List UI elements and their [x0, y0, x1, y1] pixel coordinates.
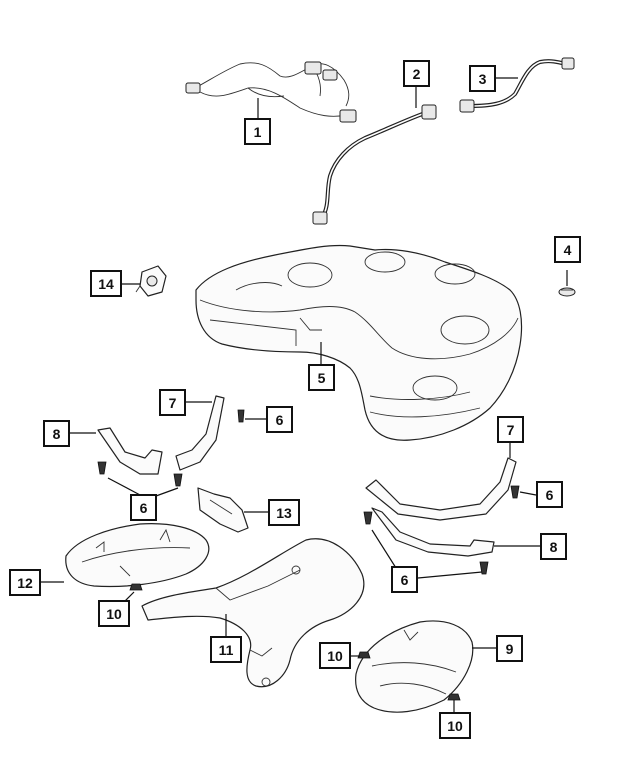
callout-8-left-label: 8 — [52, 425, 61, 442]
leader-lines — [40, 77, 568, 712]
part-9-heat-shield — [355, 620, 474, 713]
callout-6-right[interactable]: 6 — [536, 481, 563, 508]
callout-8-right[interactable]: 8 — [540, 533, 567, 560]
callout-6-right-label: 6 — [545, 486, 554, 503]
part-2-fuel-line — [312, 104, 437, 225]
part-3-fuel-line — [459, 57, 575, 113]
part-10-nuts — [129, 583, 461, 701]
callout-5-label: 5 — [317, 369, 326, 386]
part-12-heat-shield — [65, 523, 210, 588]
part-5-fuel-tank — [195, 244, 523, 441]
callout-6-upper[interactable]: 6 — [266, 406, 293, 433]
callout-7-left[interactable]: 7 — [159, 389, 186, 416]
part-4-clip — [558, 287, 576, 297]
part-6-bolts — [97, 409, 520, 575]
part-13-bracket — [197, 487, 249, 533]
callout-11[interactable]: 11 — [210, 636, 242, 663]
part-11-crossmember — [141, 538, 365, 688]
callout-7-right[interactable]: 7 — [497, 416, 524, 443]
callout-9-label: 9 — [505, 640, 514, 657]
callout-10-left-label: 10 — [106, 605, 122, 622]
callout-7-left-label: 7 — [168, 394, 177, 411]
callout-10-middle[interactable]: 10 — [319, 642, 351, 669]
part-7-strap-left — [175, 395, 225, 471]
callout-3-label: 3 — [478, 70, 487, 87]
callout-9[interactable]: 9 — [496, 635, 523, 662]
callout-6-lower-label: 6 — [400, 571, 409, 588]
callout-6-upper-label: 6 — [275, 411, 284, 428]
callout-7-right-label: 7 — [506, 421, 515, 438]
callout-8-left[interactable]: 8 — [43, 420, 70, 447]
part-14-sensor — [135, 265, 167, 297]
callout-4-label: 4 — [563, 241, 572, 258]
part-1-wiring-harness — [185, 61, 357, 123]
part-7-strap-right — [365, 457, 517, 521]
callout-3[interactable]: 3 — [469, 65, 496, 92]
callout-5[interactable]: 5 — [308, 364, 335, 391]
callout-10-left[interactable]: 10 — [98, 600, 130, 627]
callout-14[interactable]: 14 — [90, 270, 122, 297]
callout-1-label: 1 — [253, 123, 262, 140]
callout-6-left[interactable]: 6 — [130, 494, 157, 521]
callout-13-label: 13 — [276, 504, 292, 521]
callout-8-right-label: 8 — [549, 538, 558, 555]
part-8-strap-left — [97, 427, 163, 475]
callout-1[interactable]: 1 — [244, 118, 271, 145]
callout-14-label: 14 — [98, 275, 114, 292]
callout-2-label: 2 — [412, 65, 421, 82]
callout-6-left-label: 6 — [139, 499, 148, 516]
callout-10-bottom[interactable]: 10 — [439, 712, 471, 739]
callout-11-label: 11 — [218, 641, 234, 658]
callout-6-lower[interactable]: 6 — [391, 566, 418, 593]
callout-12-label: 12 — [17, 574, 33, 591]
callout-10-middle-label: 10 — [327, 647, 343, 664]
part-8-strap-right — [371, 507, 495, 557]
callout-13[interactable]: 13 — [268, 499, 300, 526]
callout-4[interactable]: 4 — [554, 236, 581, 263]
callout-2[interactable]: 2 — [403, 60, 430, 87]
callout-12[interactable]: 12 — [9, 569, 41, 596]
callout-10-bottom-label: 10 — [447, 717, 463, 734]
